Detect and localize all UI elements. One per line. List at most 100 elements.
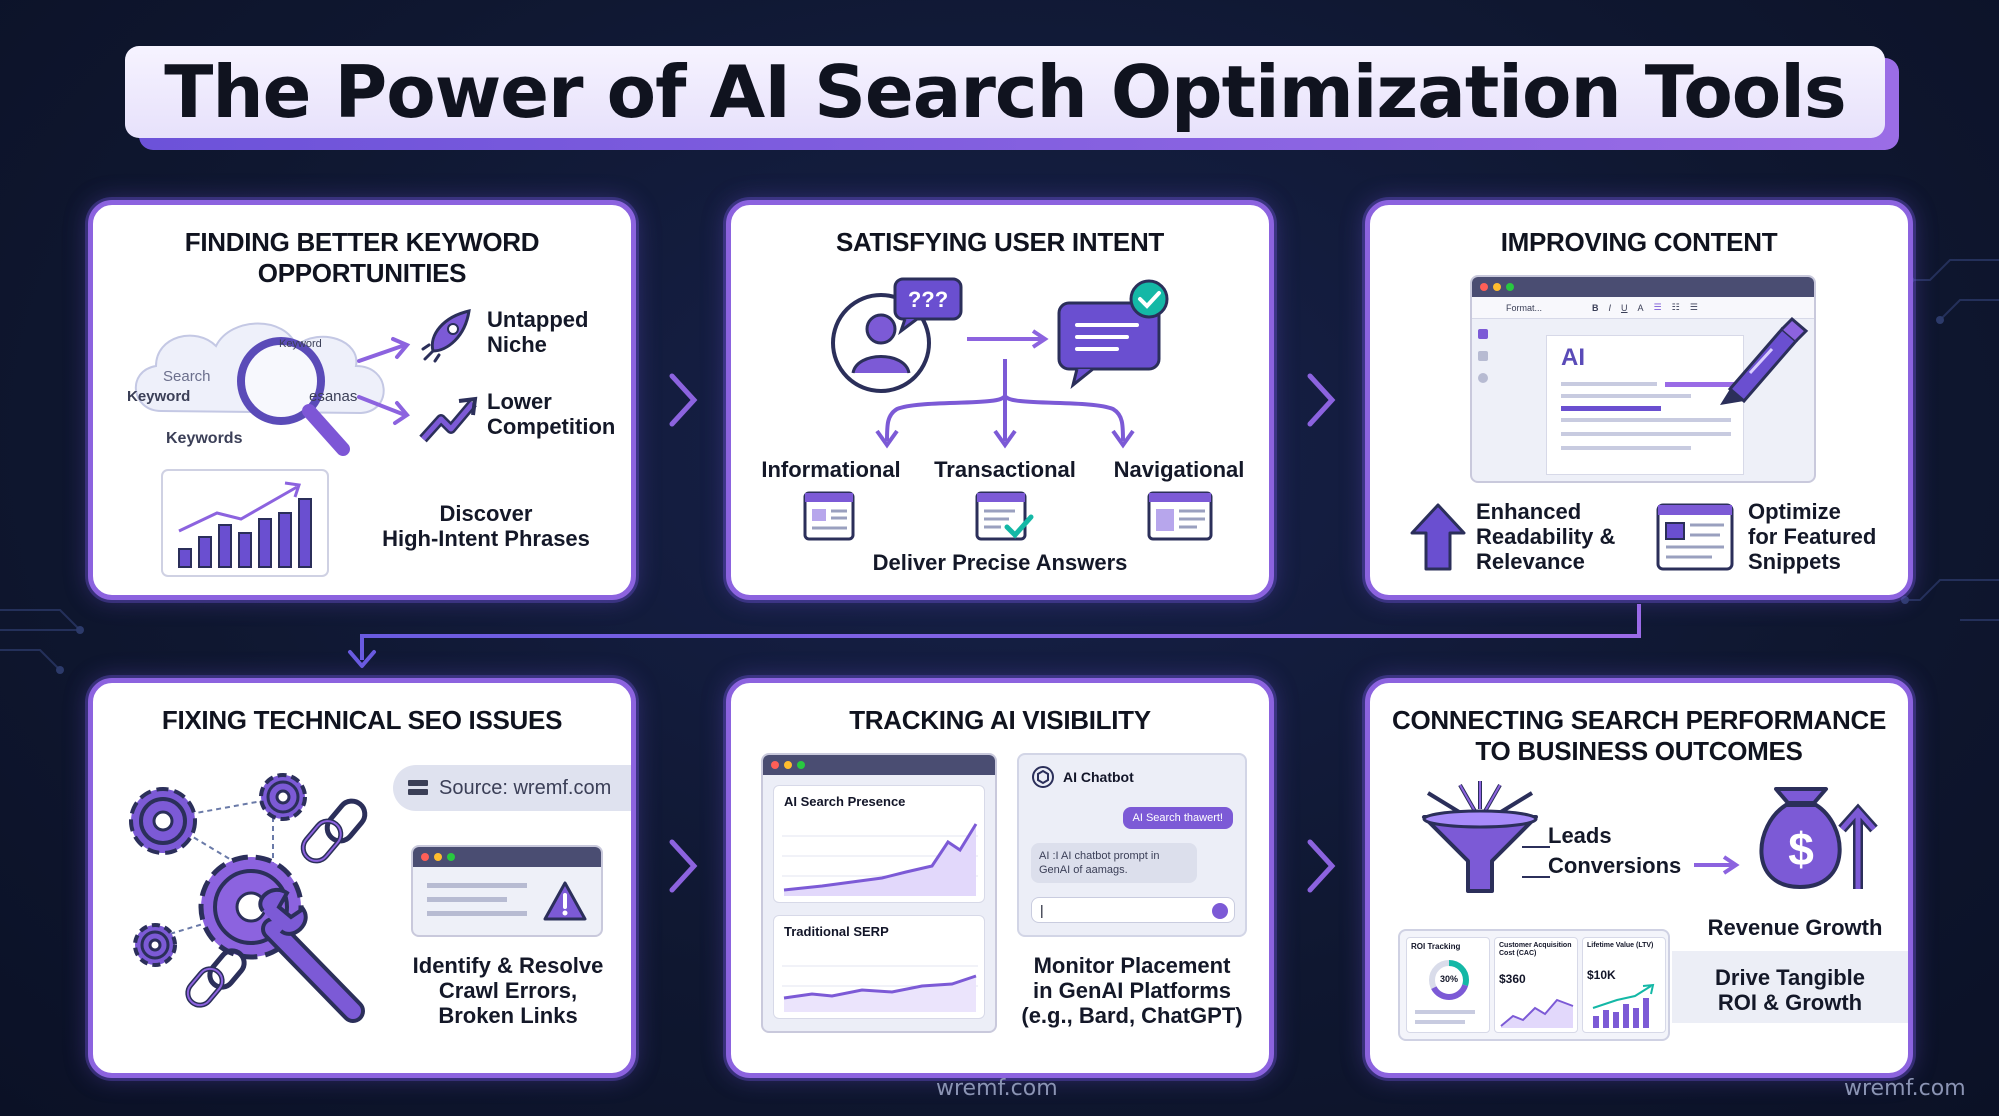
doc-icon[interactable] — [1478, 329, 1488, 339]
intent-transactional: Transactional — [934, 457, 1076, 482]
label-line: Crawl Errors, — [438, 978, 578, 1003]
label-line: Niche — [487, 332, 547, 357]
kpi-dashboard: ROI Tracking 30% Customer Acquisition Co… — [1398, 929, 1670, 1041]
label-line: Untapped — [487, 307, 589, 332]
doc-icon[interactable] — [1478, 351, 1488, 361]
error-window-titlebar — [413, 847, 601, 867]
label-line: Optimize — [1748, 499, 1841, 524]
underline-button[interactable]: U — [1621, 302, 1628, 313]
chevron-right-icon — [1307, 373, 1336, 427]
ltv-tile: Lifetime Value (LTV) $10K — [1582, 937, 1666, 1033]
label-line: Drive Tangible — [1715, 965, 1865, 990]
dashboard-window: AI Search Presence Traditional SERP — [761, 753, 997, 1033]
chat-bot-message: AI :I AI chatbot prompt in GenAI of aama… — [1031, 843, 1197, 883]
text-color-button[interactable]: A — [1637, 302, 1644, 313]
cloud-word: Keyword — [279, 338, 322, 350]
untapped-niche-label: Untapped Niche — [487, 307, 588, 357]
text-line — [1561, 394, 1691, 398]
traditional-serp-panel: Traditional SERP — [773, 915, 985, 1019]
window-close-dot — [421, 853, 429, 861]
indent-icon[interactable]: ☰ — [1689, 302, 1698, 312]
label-line: Lower — [487, 389, 552, 414]
highlight-line — [1665, 382, 1735, 387]
cloud-word: esanas — [309, 388, 357, 405]
card-keyword-opportunities: FINDING BETTER KEYWORD OPPORTUNITIES Sea… — [88, 200, 636, 600]
card-title-line: OPPORTUNITIES — [257, 258, 467, 288]
title-banner: The Power of AI Search Optimization Tool… — [125, 46, 1899, 150]
roi-donut-chart — [1429, 960, 1469, 1000]
align-icon[interactable]: ☰ — [1653, 302, 1662, 312]
trend-up-icon — [419, 396, 478, 443]
error-window — [411, 845, 603, 937]
optimize-snippets-label: Optimize for Featured Snippets — [1748, 499, 1876, 574]
card-technical-seo: FIXING TECHNICAL SEO ISSUES — [88, 678, 636, 1078]
roi-label: ROI Tracking — [1411, 942, 1461, 951]
window-close-dot — [771, 761, 779, 769]
footer-watermark-center: wremf.com — [936, 1076, 1058, 1101]
arrow-icon — [357, 337, 411, 425]
label-line: Monitor Placement — [1033, 953, 1231, 978]
card-title-line: CONNECTING SEARCH PERFORMANCE — [1392, 705, 1886, 735]
label-line: Relevance — [1476, 549, 1585, 574]
bold-button[interactable]: B — [1592, 302, 1599, 313]
drive-roi-label: Drive Tangible ROI & Growth — [1672, 965, 1908, 1015]
editor-page[interactable]: AI — [1546, 335, 1744, 475]
page-title: The Power of AI Search Optimization Tool… — [125, 46, 1885, 138]
label-line: Enhanced — [1476, 499, 1582, 524]
cac-value: $360 — [1499, 972, 1526, 986]
label-line: in GenAI Platforms — [1032, 978, 1232, 1003]
source-pill[interactable]: Source: wremf.com — [393, 765, 631, 811]
intent-illustration: ??? — [831, 277, 1169, 393]
intent-navigational: Navigational — [1113, 457, 1245, 482]
format-dropdown[interactable]: Format... — [1506, 302, 1543, 313]
card-title: SATISFYING USER INTENT — [835, 227, 1165, 257]
text-line — [1415, 1020, 1465, 1024]
editor-sidebar — [1478, 329, 1492, 383]
conversions-label: Conversions — [1548, 853, 1682, 878]
text-line — [1561, 418, 1731, 422]
chatbot-logo-icon — [1032, 766, 1054, 788]
italic-button[interactable]: I — [1608, 302, 1612, 313]
intent-informational: Informational — [761, 457, 901, 482]
window-maximize-dot — [797, 761, 805, 769]
label-line: Discover — [439, 501, 533, 526]
ltv-label: Lifetime Value (LTV) — [1587, 942, 1654, 949]
gears-and-links-illustration — [129, 773, 368, 1023]
text-line — [1561, 432, 1731, 436]
dashboard-titlebar — [763, 755, 995, 775]
card-title: FIXING TECHNICAL SEO ISSUES — [161, 705, 563, 735]
editor-heading: AI — [1561, 344, 1585, 371]
highlight-line — [1561, 406, 1661, 411]
label-line: ROI & Growth — [1717, 990, 1863, 1015]
enhanced-readability-label: Enhanced Readability & Relevance — [1476, 499, 1615, 574]
chat-input[interactable]: | — [1031, 897, 1235, 923]
source-text: Source: wremf.com — [439, 776, 612, 799]
pen-icon — [1720, 316, 1809, 405]
window-maximize-dot — [447, 853, 455, 861]
ai-search-presence-panel: AI Search Presence — [773, 785, 985, 903]
text-line — [427, 897, 507, 902]
label-line: Competition — [487, 414, 616, 439]
chevron-right-icon — [669, 839, 698, 893]
lower-competition-label: Lower Competition — [487, 389, 615, 439]
cac-area-chart — [1500, 998, 1574, 1028]
deliver-answers-label: Deliver Precise Answers — [872, 550, 1128, 575]
settings-icon[interactable] — [1478, 373, 1488, 383]
presence-line-chart — [782, 823, 978, 896]
label-line: Snippets — [1748, 549, 1841, 574]
chatbot-window: AI Chatbot AI Search thawert! AI :I AI c… — [1017, 753, 1247, 937]
window-minimize-dot — [1493, 283, 1501, 291]
list-icon[interactable]: ☷ — [1671, 302, 1680, 312]
window-maximize-dot — [1506, 283, 1514, 291]
funnel-icon — [1422, 781, 1538, 893]
serp-line-chart — [782, 965, 978, 1012]
card-ai-visibility: TRACKING AI VISIBILITY AI Search Presenc… — [726, 678, 1274, 1078]
ltv-value: $10K — [1587, 968, 1616, 982]
browser-window-icon — [1147, 491, 1213, 541]
label-line: Readability & — [1476, 524, 1616, 549]
keyword-cloud-illustration: Search Keyword Keyword esanas Keywords — [127, 322, 385, 456]
checklist-document-icon — [975, 491, 1034, 541]
money-bag-icon: $ — [1759, 787, 1878, 890]
send-icon[interactable] — [1212, 903, 1228, 919]
text-line — [1415, 1010, 1475, 1014]
